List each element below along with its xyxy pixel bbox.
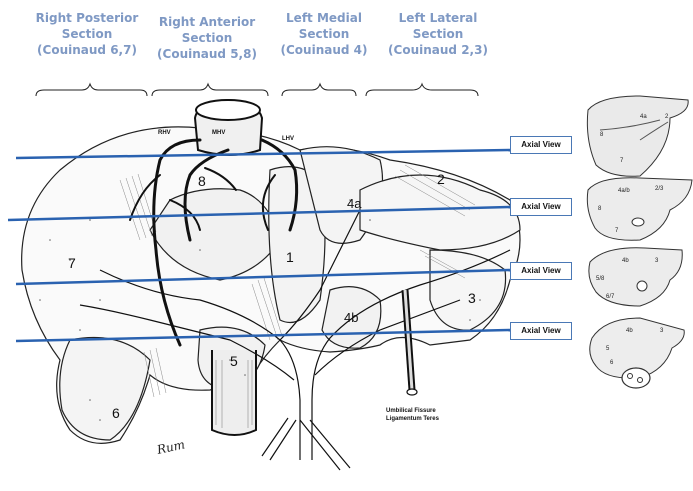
axial-thumbnails: 8 4a 2 7 4a/b 2/3 8 7 4b 3 5/8 6/7 4b 3 xyxy=(587,96,692,388)
segment-5-label: 5 xyxy=(230,353,238,369)
caption-line: Ligamentum Teres xyxy=(386,415,439,423)
brace-left-medial xyxy=(282,84,356,96)
axial-view-box-3: Axial View xyxy=(510,262,572,280)
artist-signature: Rum xyxy=(155,437,186,457)
brace-right-anterior xyxy=(152,84,268,96)
thumb-3-label: 4b xyxy=(622,258,629,264)
brace-right-posterior xyxy=(36,84,147,96)
brace-left-lateral xyxy=(366,84,478,96)
liver-body xyxy=(22,127,520,443)
axial-view-box-4: Axial View xyxy=(510,322,572,340)
segment-6-label: 6 xyxy=(112,405,120,421)
segment-7-label: 7 xyxy=(68,255,76,271)
segment-4b-label: 4b xyxy=(344,310,358,325)
thumb-1-label: 4a xyxy=(640,114,647,120)
segment-6-region xyxy=(60,338,150,441)
axial-view-box-1: Axial View xyxy=(510,136,572,154)
segment-3-label: 3 xyxy=(468,290,476,306)
segment-1-label: 1 xyxy=(286,249,294,265)
axial-thumbnail-1: 8 4a 2 7 xyxy=(587,96,688,176)
umbilical-fissure-caption: Umbilical Fissure Ligamentum Teres xyxy=(386,407,439,423)
segment-4a-label: 4a xyxy=(347,196,362,211)
rhv-label: RHV xyxy=(158,130,171,136)
mhv-label: MHV xyxy=(212,130,225,136)
axial-thumbnail-4: 4b 3 5 6 xyxy=(590,318,685,388)
section-braces xyxy=(36,84,478,96)
thumb-2-label: 2/3 xyxy=(655,186,664,192)
thumb-2-label: 4a/b xyxy=(618,188,630,194)
axial-thumbnail-3: 4b 3 5/8 6/7 xyxy=(589,248,682,306)
caption-line: Umbilical Fissure xyxy=(386,407,439,415)
segment-8-label: 8 xyxy=(198,173,206,189)
thumb-3-label: 6/7 xyxy=(606,294,615,300)
axial-view-box-2: Axial View xyxy=(510,198,572,216)
lhv-label: LHV xyxy=(282,136,294,142)
thumb-3-label: 5/8 xyxy=(596,276,605,282)
axial-thumbnail-2: 4a/b 2/3 8 7 xyxy=(587,178,692,241)
thumb-4-label: 4b xyxy=(626,328,633,334)
segment-2-label: 2 xyxy=(437,171,445,187)
